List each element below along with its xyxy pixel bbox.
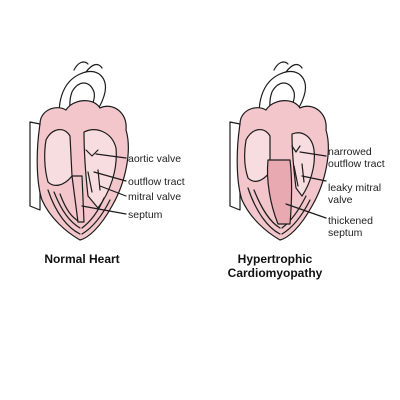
label-narrowed-outflow-tract: narrowed outflow tract bbox=[328, 146, 385, 170]
label-septum: septum bbox=[128, 209, 163, 221]
label-thickened-septum: thickened septum bbox=[328, 215, 373, 239]
caption-hcm-heart: Hypertrophic Cardiomyopathy bbox=[227, 252, 323, 280]
caption-normal-heart: Normal Heart bbox=[44, 252, 120, 266]
hcm-leaky-mitral-valve bbox=[293, 163, 305, 187]
hcm-thickened-septum bbox=[266, 159, 293, 225]
label-leaky-mitral-valve: leaky mitral valve bbox=[328, 182, 382, 206]
label-outflow-tract: outflow tract bbox=[128, 176, 185, 188]
normal-aortic-valve bbox=[85, 149, 99, 157]
normal-septum bbox=[71, 175, 85, 223]
label-aortic-valve: aortic valve bbox=[128, 153, 182, 165]
hcm-narrowed-outflow bbox=[291, 145, 301, 153]
label-mitral-valve: mitral valve bbox=[128, 191, 182, 203]
